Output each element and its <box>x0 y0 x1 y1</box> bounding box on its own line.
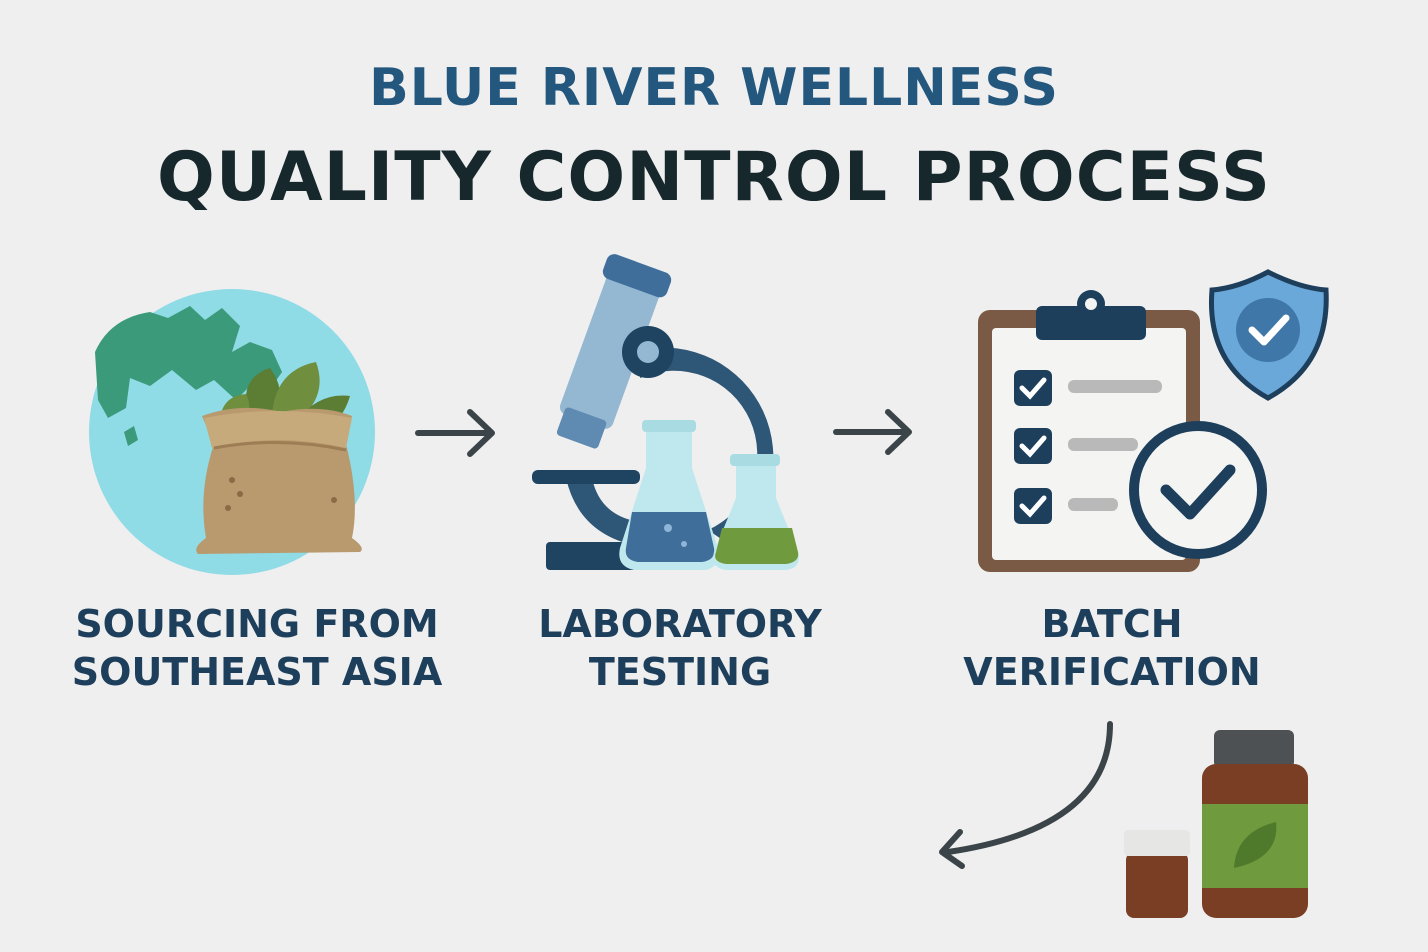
step-label-line: VERIFICATION <box>963 650 1261 694</box>
step-label-sourcing: SOURCING FROM SOUTHEAST ASIA <box>52 600 462 696</box>
arrow-right-icon <box>833 409 912 455</box>
check-circle-icon <box>1129 421 1267 559</box>
step-label-line: LABORATORY <box>538 602 822 646</box>
step-label-line: SOURCING FROM <box>75 602 439 646</box>
step-label-verification: BATCH VERIFICATION <box>940 600 1284 696</box>
arrow-right-icon <box>415 409 495 457</box>
supplement-bottle-icon <box>1202 730 1308 918</box>
step-label-line: SOUTHEAST ASIA <box>71 650 443 694</box>
microscope-flasks-icon <box>532 254 799 570</box>
curved-arrow-icon <box>939 721 1113 869</box>
step-label-line: TESTING <box>588 650 772 694</box>
small-bottle-icon <box>1124 830 1190 918</box>
brand-title: BLUE RIVER WELLNESS <box>369 58 1059 118</box>
page-title: QUALITY CONTROL PROCESS <box>157 138 1271 217</box>
step-label-testing: LABORATORY TESTING <box>500 600 860 696</box>
globe-herb-sack-icon <box>89 289 375 575</box>
shield-check-icon <box>1208 269 1329 401</box>
step-label-line: BATCH <box>1041 602 1183 646</box>
